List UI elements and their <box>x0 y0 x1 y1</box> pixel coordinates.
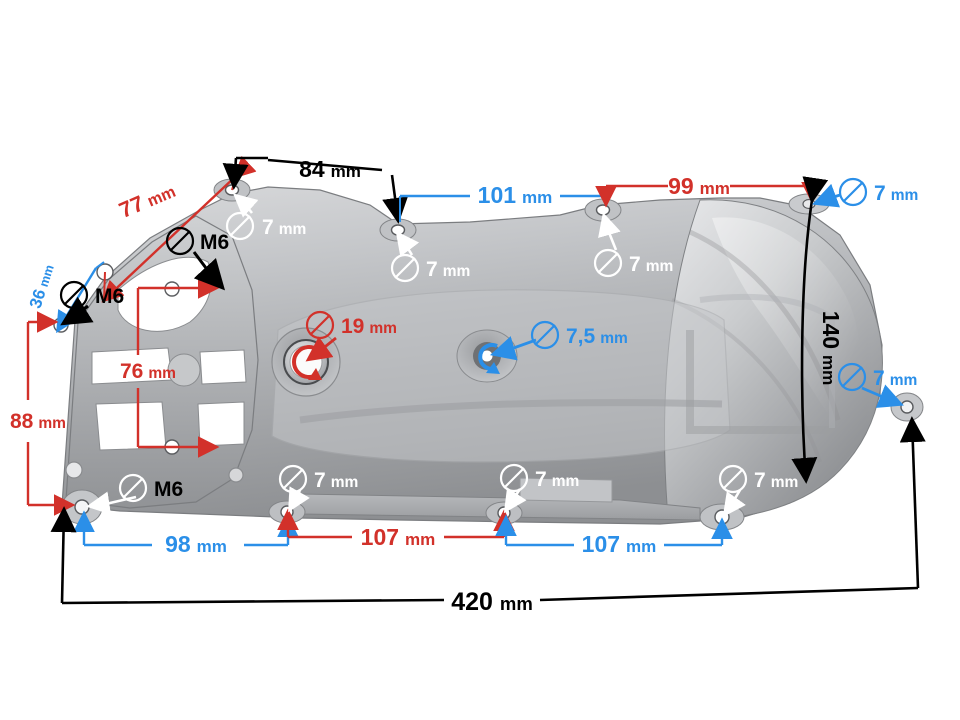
diameter-icon-red-group <box>305 310 335 340</box>
flange-center-boss <box>167 353 201 387</box>
rib-corner <box>686 330 830 434</box>
dimension-line-420 <box>50 416 926 605</box>
dimension-line-88 <box>26 311 76 516</box>
dimension-line-140 <box>791 176 829 484</box>
leader-7-right-mid <box>861 384 904 408</box>
leader-7-bottom-right <box>722 489 746 518</box>
dimension-line-107-b <box>495 514 733 547</box>
leader-7-bottom-mid <box>503 487 527 514</box>
leader-7-top-mid <box>395 230 420 257</box>
leader-7-far-right-top <box>812 183 841 208</box>
diameter-symbols <box>59 177 868 503</box>
blue-leaders <box>489 183 904 408</box>
flange-slot-upper-right <box>199 349 247 385</box>
diameter-icon-blue-group <box>530 177 868 392</box>
label-hole-m6-upper: M6 <box>200 231 229 254</box>
label-hole-m6-left: M6 <box>95 285 124 308</box>
leader-7-top-right <box>598 212 621 251</box>
rib-dome-pocket <box>699 293 835 428</box>
leader-75 <box>489 336 537 361</box>
red-leaders <box>305 336 337 362</box>
leader-m6-left <box>60 296 94 326</box>
dimension-line-84 <box>222 156 408 224</box>
white-leaders <box>86 193 746 518</box>
leader-19 <box>305 336 337 362</box>
label-36: 36mm <box>26 262 58 311</box>
small-hole-arrow-icon <box>478 343 500 374</box>
rib-long <box>299 399 723 424</box>
label-77: 77mm <box>115 177 179 223</box>
diameter-icon-white-group <box>118 211 748 503</box>
flange-slot-lower-right <box>197 401 245 447</box>
rotation-arrow-icon <box>292 345 322 380</box>
leader-m6-upper <box>192 251 226 291</box>
black-leaders <box>60 251 226 326</box>
label-140: 140mm <box>818 311 844 386</box>
leader-7-bottom-left <box>288 486 310 513</box>
label-hole-m6-bottom-left: M6 <box>154 478 183 501</box>
leader-7-top-left <box>233 193 259 218</box>
diameter-icon-black-group <box>59 226 195 310</box>
